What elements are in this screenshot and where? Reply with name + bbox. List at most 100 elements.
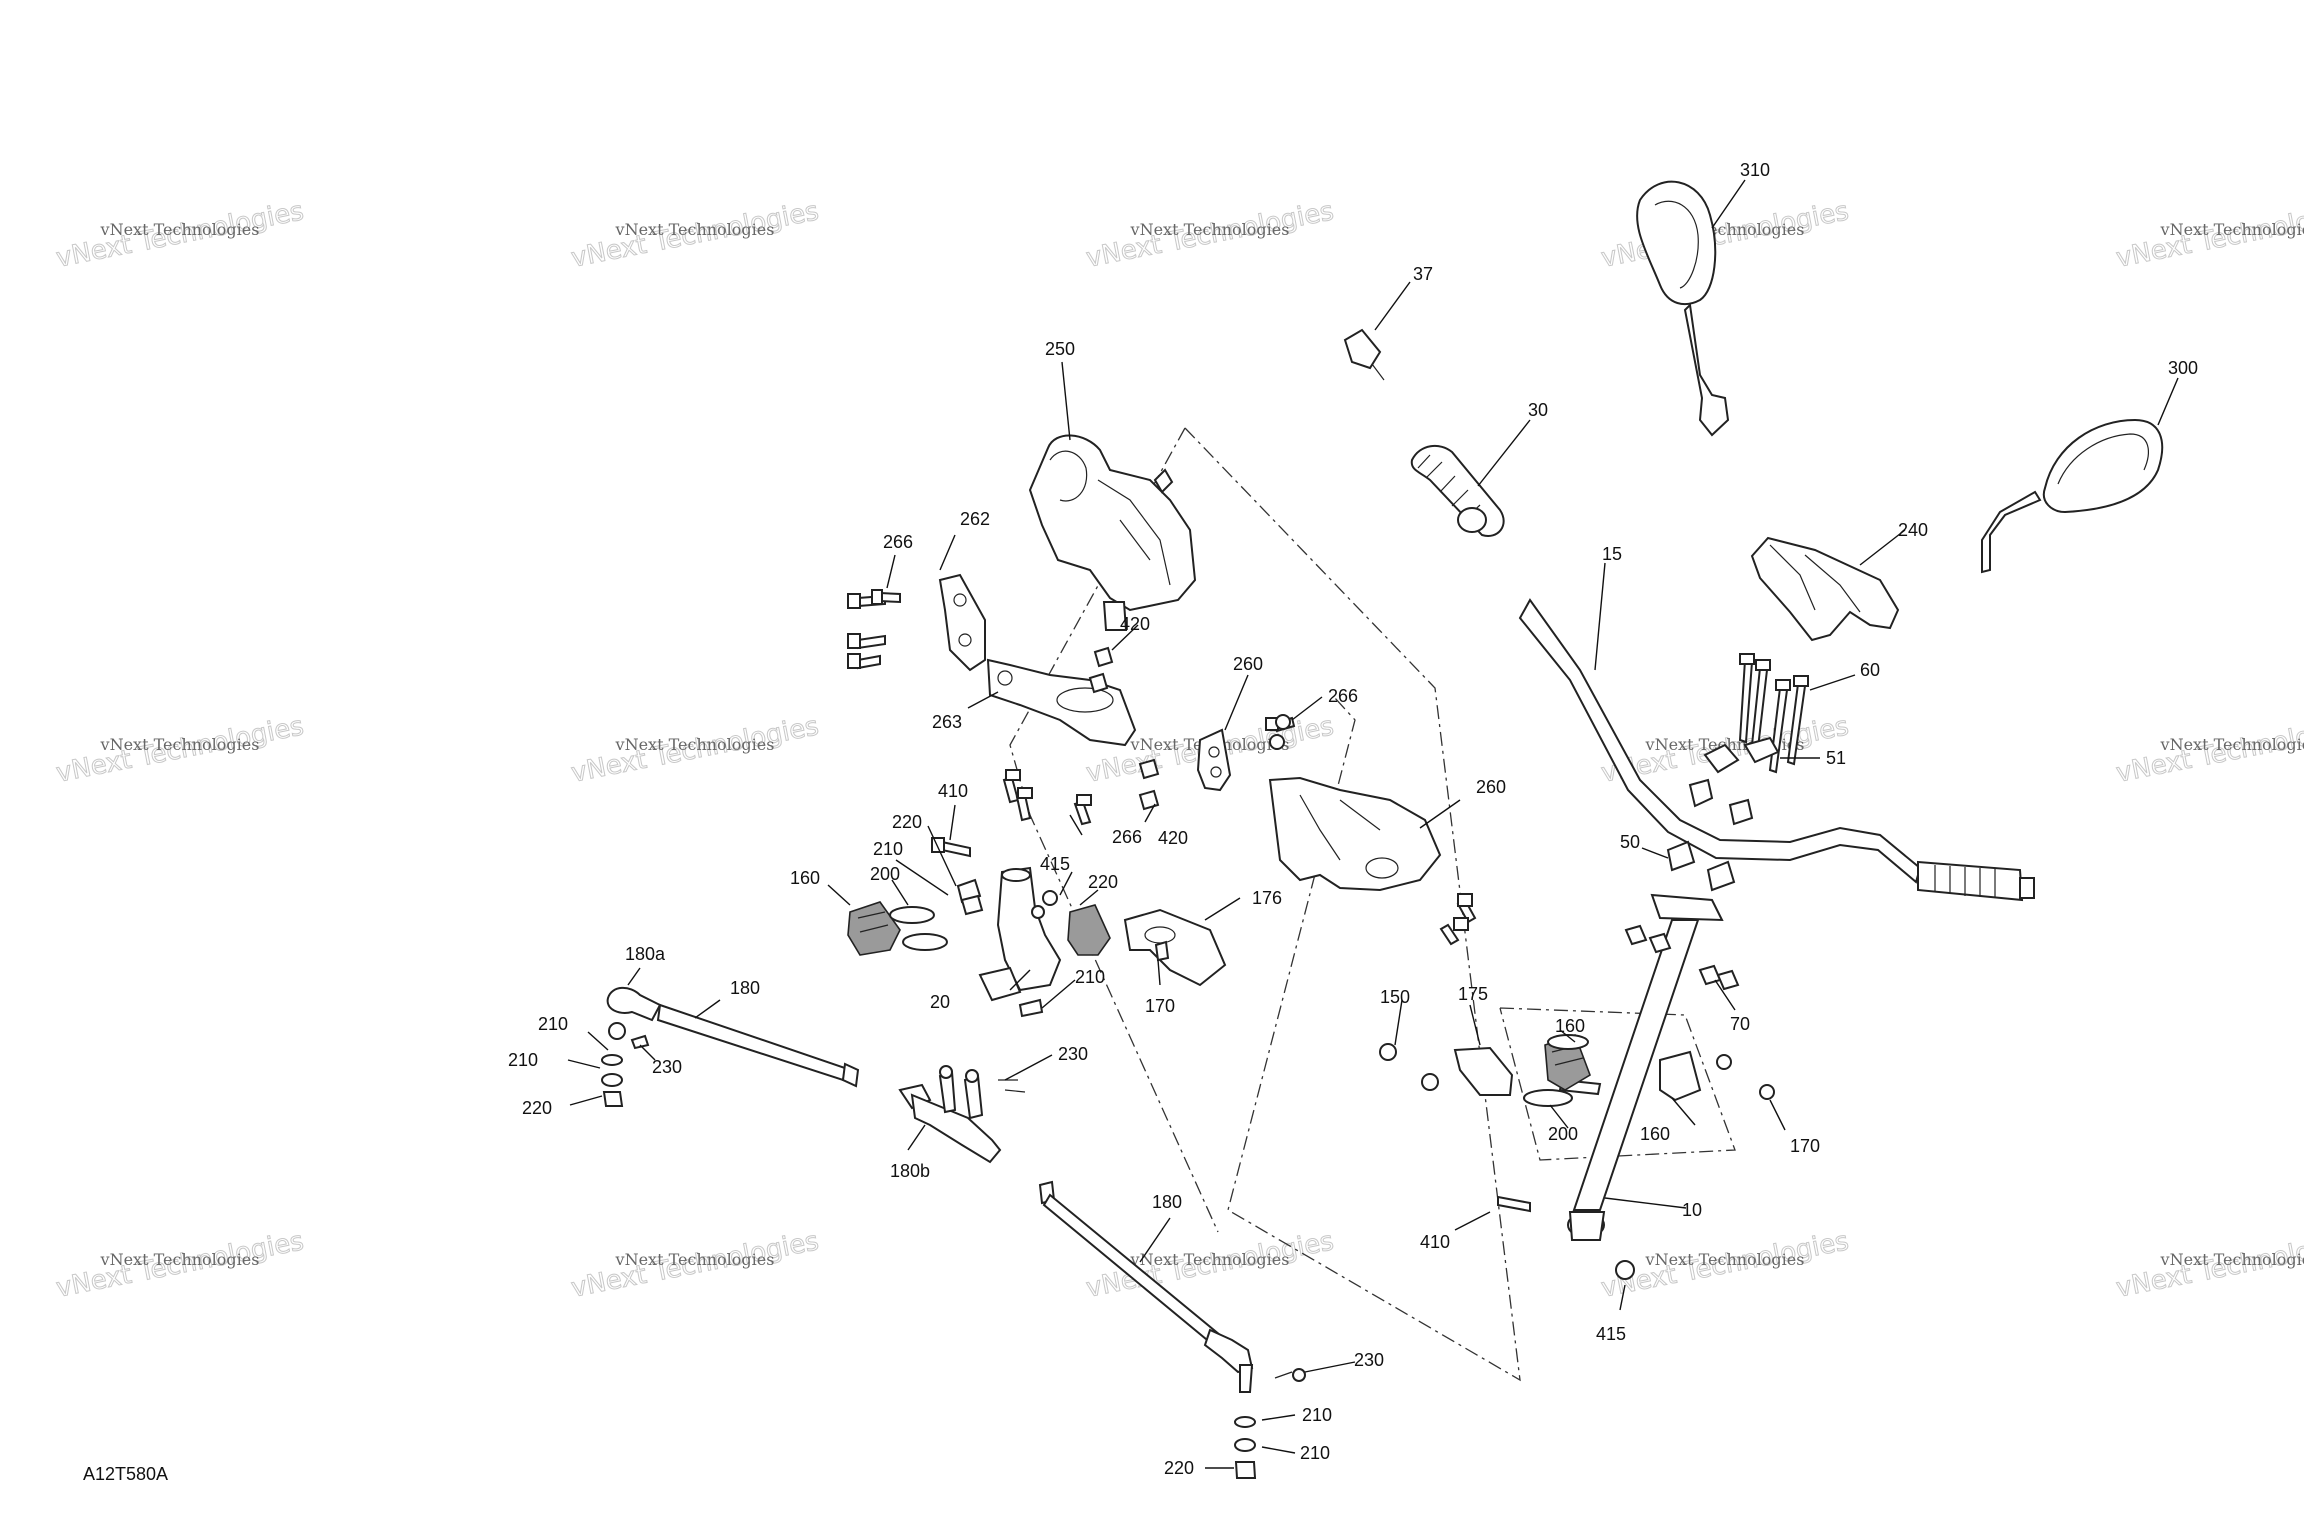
callout-176: 176 [1252, 888, 1282, 908]
callout-210-e: 210 [1302, 1405, 1332, 1425]
callout-70: 70 [1730, 1014, 1750, 1034]
tie-rod-180-upper [601, 986, 860, 1107]
watermark-text: vNext Technologies [2160, 1250, 2304, 1269]
callout-263: 263 [932, 712, 962, 732]
tie-rod-center-180b [898, 1065, 1026, 1164]
callout-210-d: 210 [508, 1050, 538, 1070]
callout-230-b: 230 [1058, 1044, 1088, 1064]
watermark-text: vNext Technologies [615, 220, 775, 239]
callout-220-c: 220 [522, 1098, 552, 1118]
callout-210-b: 210 [1075, 967, 1105, 987]
oring-200-right [1523, 1034, 1589, 1107]
callout-180-lower: 180 [1152, 1192, 1182, 1212]
callout-266-b: 266 [1328, 686, 1358, 706]
power-steering-unit-250 [1028, 434, 1197, 631]
callout-175: 175 [1458, 984, 1488, 1004]
callout-415-a: 415 [1040, 854, 1070, 874]
callout-415-b: 415 [1596, 1324, 1626, 1344]
callout-260-b: 260 [1476, 777, 1506, 797]
handlebar-cover-240 [1750, 536, 1900, 642]
watermark-text: vNext Technologies [2160, 735, 2304, 754]
callout-260-a: 260 [1233, 654, 1263, 674]
watermark-text: vNext Technologies [615, 735, 775, 754]
small-parts-left-group [931, 837, 1170, 1018]
nuts-420 [1088, 646, 1160, 811]
callout-20: 20 [930, 992, 950, 1012]
watermark-text: vNext Technologies [1130, 220, 1290, 239]
mirror-300 [1981, 418, 2164, 574]
block-175 [1453, 1046, 1514, 1096]
oring-200-left [889, 906, 948, 951]
callout-150: 150 [1380, 987, 1410, 1007]
bolts-150-170-right [1379, 1043, 1775, 1280]
bracket-263 [986, 658, 1137, 747]
clamp-50 [1666, 840, 1736, 892]
callout-50: 50 [1620, 832, 1640, 852]
callout-220-d: 220 [1164, 1458, 1194, 1478]
callout-51: 51 [1826, 748, 1846, 768]
callout-210-a: 210 [873, 839, 903, 859]
callout-200-right: 200 [1548, 1124, 1578, 1144]
callout-410-a: 410 [938, 781, 968, 801]
assembly-outline-bearing [1499, 1007, 1736, 1161]
callout-310: 310 [1740, 160, 1770, 180]
callout-180b: 180b [890, 1161, 930, 1181]
callout-240: 240 [1898, 520, 1928, 540]
callout-262: 262 [960, 509, 990, 529]
callout-labels: 310 37 30 300 240 15 60 51 50 70 250 262… [83, 160, 2198, 1484]
watermark-text: vNext Technologies [100, 1250, 260, 1269]
bolts-266 [847, 589, 1477, 946]
bearing-160-left [847, 901, 901, 956]
housing-20 [978, 866, 1062, 1002]
callout-210-c: 210 [538, 1014, 568, 1034]
callout-170-left: 170 [1145, 996, 1175, 1016]
bracket-260-large [1268, 776, 1442, 892]
grip-right [1917, 860, 2035, 902]
callout-410-b: 410 [1420, 1232, 1450, 1252]
watermark-text: vNext Technologies [2160, 220, 2304, 239]
bracket-262 [938, 573, 986, 672]
bar-end-37 [1343, 328, 1385, 381]
tie-rod-180-lower [1038, 1180, 1306, 1479]
callout-300: 300 [2168, 358, 2198, 378]
callout-180a: 180a [625, 944, 666, 964]
callout-220-b: 220 [1088, 872, 1118, 892]
watermark-text: vNext Technologies [1130, 1250, 1290, 1269]
callout-200-left: 200 [870, 864, 900, 884]
watermark-text: vNext Technologies [1645, 1250, 1805, 1269]
bracket-260-small [1196, 714, 1291, 792]
callout-266-a: 266 [883, 532, 913, 552]
mirror-310 [1636, 180, 1730, 437]
callout-60: 60 [1860, 660, 1880, 680]
callout-160-mid: 160 [1555, 1016, 1585, 1036]
watermark-text: vNext Technologies [100, 220, 260, 239]
callout-230-a: 230 [652, 1057, 682, 1077]
grip-30 [1410, 444, 1505, 537]
callout-160-right: 160 [1640, 1124, 1670, 1144]
nuts-70 [1624, 924, 1740, 991]
callout-180-upper: 180 [730, 978, 760, 998]
callout-220-a: 220 [892, 812, 922, 832]
watermark-text: vNext Technologies [100, 735, 260, 754]
callout-15: 15 [1602, 544, 1622, 564]
callout-170-right: 170 [1790, 1136, 1820, 1156]
callout-266-c: 266 [1112, 827, 1142, 847]
callout-10: 10 [1682, 1200, 1702, 1220]
diagram-code: A12T580A [83, 1464, 168, 1484]
callout-420-b: 420 [1158, 828, 1188, 848]
callout-250: 250 [1045, 339, 1075, 359]
callout-30: 30 [1528, 400, 1548, 420]
clamp-51 [1688, 736, 1780, 826]
callout-210-f: 210 [1300, 1443, 1330, 1463]
